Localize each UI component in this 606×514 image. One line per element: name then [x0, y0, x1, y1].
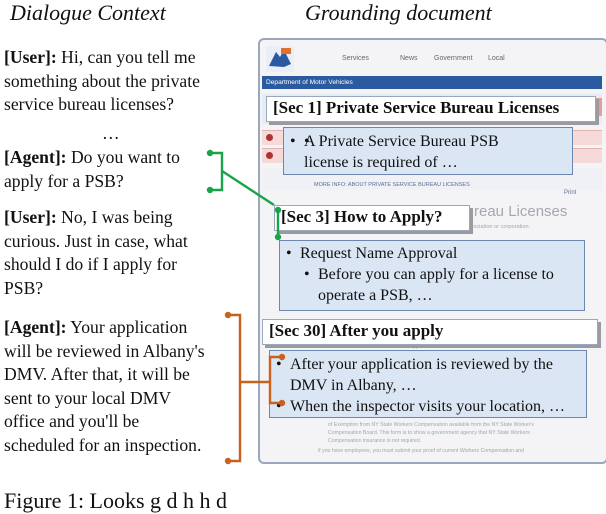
page-text: Compensation Board. This form is to show… — [328, 430, 530, 436]
dialogue-turn-agent-2: [Agent]: Your application will be review… — [4, 316, 205, 458]
bullet-text: A Private Service Bureau PSB — [304, 133, 499, 150]
turn-line: DMV. After that, it will be — [4, 364, 190, 385]
bullet-marker: • — [304, 266, 310, 283]
turn-line: Do you want to — [70, 147, 180, 167]
grounding-document-header: Grounding document — [305, 0, 492, 25]
turn-line: No, I was being — [61, 207, 173, 227]
bullet-text: Before you can apply for a license to — [318, 266, 554, 283]
turn-line: PSB? — [4, 277, 44, 298]
turn-line: Hi, can you tell me — [61, 47, 196, 67]
page-text: if you have employees, you must submit y… — [318, 448, 525, 454]
speaker-label: [User]: — [4, 207, 57, 227]
speaker-label: [Agent]: — [4, 317, 67, 337]
section-3-title: [Sec 3] How to Apply? — [274, 205, 470, 231]
alert-icon — [266, 134, 273, 141]
section-30-bullet: • After your application is reviewed by t… — [276, 354, 580, 375]
bullet-text: When the inspector visits your location,… — [290, 398, 566, 415]
turn-line: Your application — [70, 317, 188, 337]
dialogue-turn-user-1: [User]: Hi, can you tell me something ab… — [4, 46, 200, 117]
figure-caption: Figure 1: Looks g d h h d — [4, 488, 228, 513]
ny-state-logo-icon — [266, 46, 294, 72]
section-3-content: • Request Name Approval • Before you can a… — [279, 240, 585, 311]
bullet-marker: • — [290, 133, 296, 150]
nav-services[interactable]: Services — [342, 55, 369, 62]
bullet-continuation: license is required of … — [304, 154, 458, 171]
turn-line: apply for a PSB? — [4, 170, 124, 191]
dialogue-ellipsis: … — [102, 123, 120, 143]
section-30-content: • After your application is reviewed by t… — [269, 350, 587, 418]
speaker-label: [User]: — [4, 47, 57, 67]
dialogue-turn-user-2: [User]: No, I was being curious. Just in… — [4, 206, 188, 300]
section-3-bullet: • Request Name Approval — [286, 243, 578, 264]
dialogue-turn-agent-1: [Agent]: Do you want to apply for a PSB? — [4, 146, 180, 193]
page-text: of Exemption from NY State Workers Compe… — [328, 422, 534, 428]
bullet-continuation: operate a PSB, … — [318, 287, 433, 304]
bullet-text: After your application is reviewed by th… — [290, 356, 554, 373]
section-30-bullet: • When the inspector visits your location… — [276, 396, 580, 417]
section-1-title: [Sec 1] Private Service Bureau Licenses — [266, 96, 596, 122]
breadcrumb[interactable]: MORE INFO: ABOUT PRIVATE SERVICE BUREAU … — [314, 182, 470, 188]
bullet-continuation: DMV in Albany, … — [290, 377, 417, 394]
turn-line: office and you'll be — [4, 411, 140, 432]
turn-line: service bureau licenses? — [4, 94, 174, 115]
speaker-label: [Agent]: — [4, 147, 67, 167]
turn-line: should I do if I apply for — [4, 254, 177, 275]
section-1-bullet: • A Private Service Bureau PSB — [290, 131, 566, 152]
page-text: Compensation insurance is not required. — [328, 438, 422, 444]
turn-line: curious. Just in case, what — [4, 230, 188, 251]
bullet-text: Request Name Approval — [300, 245, 458, 262]
alert-icon — [266, 152, 273, 159]
bullet-marker: • — [286, 245, 292, 262]
print-link[interactable]: Print — [564, 190, 577, 196]
nav-local[interactable]: Local — [488, 55, 505, 62]
dialogue-context-header: Dialogue Context — [10, 0, 166, 25]
turn-line: something about the private — [4, 70, 200, 91]
turn-line: will be reviewed in Albany's — [4, 340, 205, 361]
nav-government[interactable]: Government — [434, 55, 473, 62]
section-3-sub-bullet: • Before you can apply for a license to — [300, 264, 578, 285]
nav-news[interactable]: News — [400, 55, 418, 62]
department-banner: Department of Motor Vehicles — [262, 76, 602, 89]
bullet-marker: • — [276, 398, 282, 415]
turn-line: scheduled for an inspection. — [4, 434, 202, 455]
section-1-content: • A Private Service Bureau PSB license is… — [283, 127, 573, 175]
section-30-title: [Sec 30] After you apply — [262, 319, 598, 345]
turn-line: sent to your local DMV — [4, 387, 172, 408]
bullet-marker: • — [276, 356, 282, 373]
page-heading: reau Licenses — [474, 203, 568, 220]
page-text: DMV" or "Motor Vehicles" will not be app… — [322, 344, 433, 350]
